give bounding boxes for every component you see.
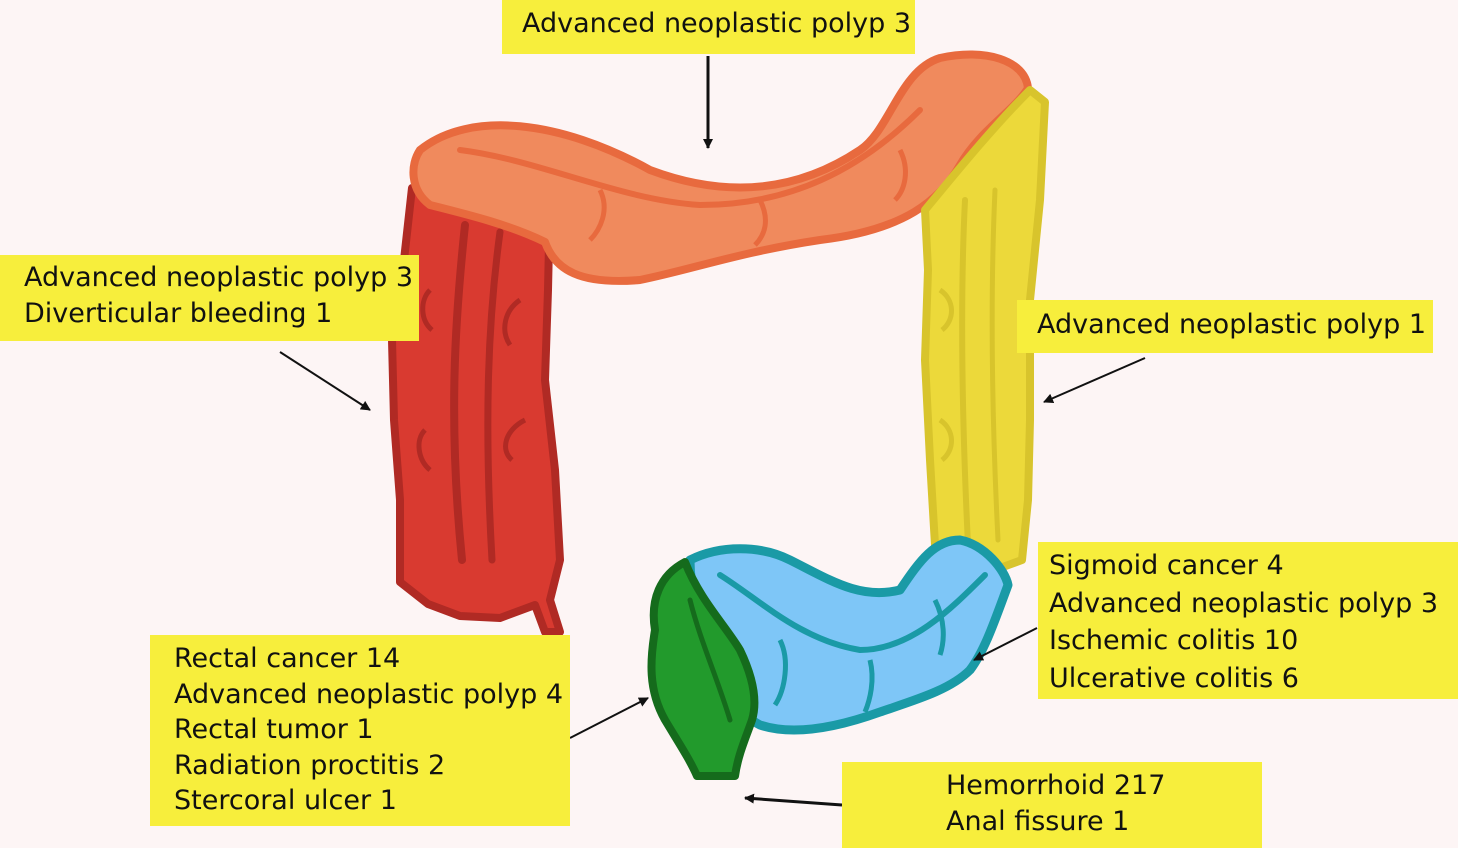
descending-colon — [921, 86, 1049, 572]
label-line: Advanced neoplastic polyp 4 — [174, 678, 563, 710]
arrow-descending — [1043, 357, 1146, 403]
label-sigmoid: Sigmoid cancer 4 Advanced neoplastic pol… — [1038, 542, 1458, 699]
label-line: Radiation proctitis 2 — [174, 749, 446, 781]
arrow-anus — [744, 793, 843, 807]
label-transverse: Advanced neoplastic polyp 3 — [502, 0, 915, 54]
arrows — [279, 56, 1146, 807]
label-line: Sigmoid cancer 4 — [1049, 550, 1284, 581]
arrow-rectum — [569, 697, 649, 739]
arrow-sigmoid — [973, 627, 1038, 661]
label-anus: Hemorrhoid 217 Anal fissure 1 — [842, 762, 1262, 848]
ascending-colon — [388, 184, 564, 636]
label-rectum: Rectal cancer 14 Advanced neoplastic pol… — [150, 635, 570, 826]
label-line: Anal fissure 1 — [946, 806, 1130, 837]
label-line: Rectal tumor 1 — [174, 714, 374, 745]
label-line: Stercoral ulcer 1 — [174, 785, 397, 816]
label-line: Advanced neoplastic polyp 3 — [24, 262, 413, 293]
label-line: Diverticular bleeding 1 — [24, 298, 333, 329]
label-descending: Advanced neoplastic polyp 1 — [1017, 300, 1433, 353]
label-line: Advanced neoplastic polyp 3 — [1049, 587, 1438, 619]
label-line: Advanced neoplastic polyp 3 — [522, 8, 911, 39]
label-line: Ischemic colitis 10 — [1049, 625, 1299, 656]
label-line: Rectal cancer 14 — [174, 643, 401, 674]
transverse-colon — [409, 50, 1032, 285]
label-ascending: Advanced neoplastic polyp 3 Diverticular… — [0, 255, 419, 341]
rectum — [647, 558, 759, 780]
label-line: Advanced neoplastic polyp 1 — [1037, 309, 1426, 340]
arrow-ascending — [279, 351, 371, 411]
label-line: Ulcerative colitis 6 — [1049, 662, 1299, 694]
label-line: Hemorrhoid 217 — [946, 770, 1166, 801]
